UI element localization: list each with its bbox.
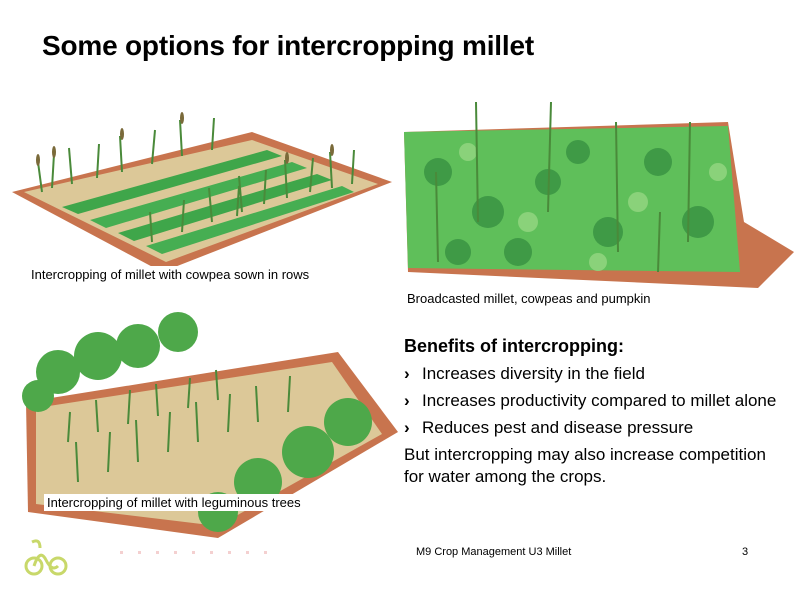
caption-broadcast: Broadcasted millet, cowpeas and pumpkin (404, 290, 654, 307)
benefits-heading: Benefits of intercropping: (404, 336, 624, 356)
benefit-item: › Increases diversity in the field (404, 363, 784, 385)
bullet-chevron-icon: › (404, 418, 410, 437)
footer-course: M9 Crop Management U3 Millet (416, 546, 572, 558)
benefit-text: Increases productivity compared to mille… (422, 391, 777, 410)
benefits-note: But intercropping may also increase comp… (404, 445, 766, 486)
broadcast-intercrop-illustration (404, 101, 794, 288)
benefits-list: › Increases diversity in the field › Inc… (404, 363, 784, 439)
millet-plants (37, 117, 355, 243)
benefit-text: Reduces pest and disease pressure (422, 418, 694, 437)
page-number: 3 (742, 546, 749, 558)
footer-decoration (120, 551, 270, 554)
cowpea-row-strips (62, 150, 354, 254)
benefit-item: › Increases productivity compared to mil… (404, 390, 784, 412)
caption-rows: Intercropping of millet with cowpea sown… (28, 266, 313, 283)
bullet-chevron-icon: › (404, 364, 410, 383)
benefit-item: › Reduces pest and disease pressure (404, 417, 784, 439)
benefits-section: Benefits of intercropping: › Increases d… (404, 336, 784, 488)
trees-intercrop-illustration (22, 312, 398, 538)
rows-intercrop-illustration (12, 112, 392, 272)
slide-title: Some options for intercropping millet (42, 30, 534, 61)
bullet-chevron-icon: › (404, 391, 410, 410)
caption-trees: Intercropping of millet with leguminous … (44, 494, 304, 511)
benefit-text: Increases diversity in the field (422, 364, 645, 383)
bicycle-logo-icon (24, 539, 68, 576)
